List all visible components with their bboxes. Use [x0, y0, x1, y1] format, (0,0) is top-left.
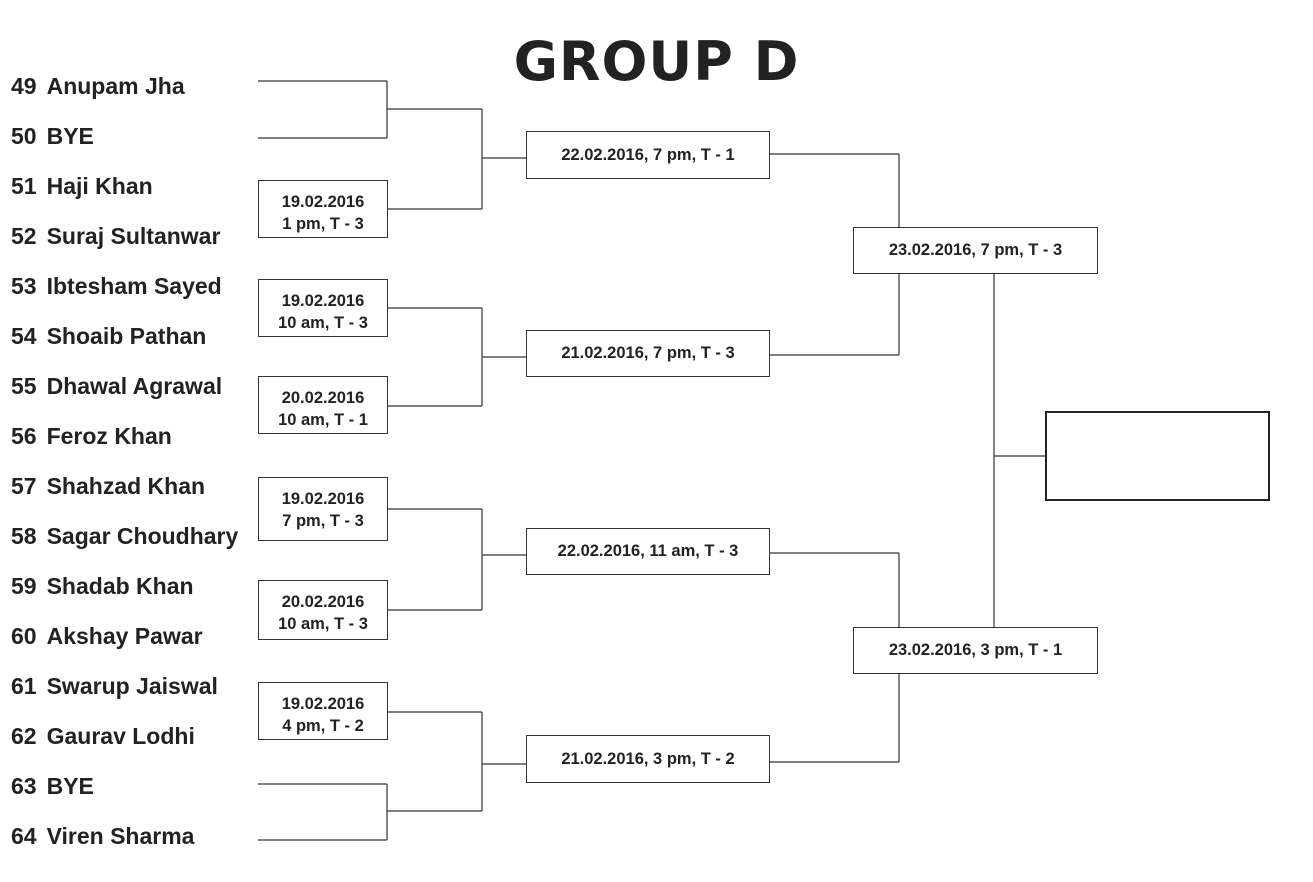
match-date: 20.02.2016 — [281, 593, 365, 611]
player-seed: 49 — [11, 73, 37, 99]
player-seed: 51 — [11, 173, 37, 199]
player-63: 63 BYE — [11, 771, 94, 801]
player-name: Swarup Jaiswal — [46, 673, 218, 699]
player-name: Shoaib Pathan — [46, 323, 207, 349]
player-seed: 52 — [11, 223, 37, 249]
player-51: 51 Haji Khan — [11, 171, 153, 201]
player-name: Ibtesham Sayed — [46, 273, 222, 299]
player-name: Shadab Khan — [46, 573, 194, 599]
round1-match-box: 20.02.2016 10 am, T - 3 — [258, 580, 388, 640]
match-date: 19.02.2016 — [281, 292, 365, 310]
player-name: Anupam Jha — [46, 73, 185, 99]
match-label: 23.02.2016, 7 pm, T - 3 — [888, 241, 1063, 259]
player-seed: 55 — [11, 373, 37, 399]
player-name: Feroz Khan — [46, 423, 172, 449]
player-name: Akshay Pawar — [46, 623, 203, 649]
match-date: 20.02.2016 — [281, 389, 365, 407]
player-64: 64 Viren Sharma — [11, 821, 194, 851]
player-name: Dhawal Agrawal — [46, 373, 223, 399]
round2-match-box: 22.02.2016, 7 pm, T - 1 — [526, 131, 770, 179]
match-time: 10 am, T - 1 — [278, 411, 368, 429]
round1-match-box: 19.02.2016 7 pm, T - 3 — [258, 477, 388, 541]
player-seed: 58 — [11, 523, 37, 549]
match-label: 23.02.2016, 3 pm, T - 1 — [888, 641, 1063, 659]
match-date: 19.02.2016 — [281, 490, 365, 508]
player-52: 52 Suraj Sultanwar — [11, 221, 220, 251]
round3-match-box: 23.02.2016, 3 pm, T - 1 — [853, 627, 1098, 674]
player-58: 58 Sagar Choudhary — [11, 521, 238, 551]
match-time: 1 pm, T - 3 — [282, 215, 364, 233]
group-title: GROUP D — [513, 30, 800, 93]
round3-match-box: 23.02.2016, 7 pm, T - 3 — [853, 227, 1098, 274]
match-date: 19.02.2016 — [281, 193, 365, 211]
player-50: 50 BYE — [11, 121, 94, 151]
round2-match-box: 21.02.2016, 3 pm, T - 2 — [526, 735, 770, 783]
player-seed: 64 — [11, 823, 37, 849]
match-label: 21.02.2016, 7 pm, T - 3 — [561, 344, 735, 362]
match-time: 4 pm, T - 2 — [282, 717, 364, 735]
player-name: BYE — [46, 123, 94, 149]
player-53: 53 Ibtesham Sayed — [11, 271, 222, 301]
match-label: 21.02.2016, 3 pm, T - 2 — [561, 749, 735, 768]
player-55: 55 Dhawal Agrawal — [11, 371, 222, 401]
player-59: 59 Shadab Khan — [11, 571, 194, 601]
player-seed: 60 — [11, 623, 37, 649]
round2-match-box: 22.02.2016, 11 am, T - 3 — [526, 528, 770, 575]
player-62: 62 Gaurav Lodhi — [11, 721, 195, 751]
player-56: 56 Feroz Khan — [11, 421, 172, 451]
player-seed: 56 — [11, 423, 37, 449]
player-seed: 59 — [11, 573, 37, 599]
match-label: 22.02.2016, 11 am, T - 3 — [557, 542, 739, 560]
player-name: Suraj Sultanwar — [46, 223, 221, 249]
round1-match-box: 19.02.2016 4 pm, T - 2 — [258, 682, 388, 740]
player-seed: 53 — [11, 273, 37, 299]
player-name: Shahzad Khan — [46, 473, 206, 499]
player-seed: 61 — [11, 673, 37, 699]
round1-match-box: 19.02.2016 1 pm, T - 3 — [258, 180, 388, 238]
player-seed: 57 — [11, 473, 37, 499]
player-name: BYE — [46, 773, 94, 799]
player-name: Viren Sharma — [46, 823, 195, 849]
group-winner-box — [1045, 411, 1270, 501]
player-61: 61 Swarup Jaiswal — [11, 671, 218, 701]
player-57: 57 Shahzad Khan — [11, 471, 205, 501]
player-name: Sagar Choudhary — [46, 523, 239, 549]
player-name: Gaurav Lodhi — [46, 723, 195, 749]
player-seed: 50 — [11, 123, 37, 149]
round1-match-box: 19.02.2016 10 am, T - 3 — [258, 279, 388, 337]
round1-match-box: 20.02.2016 10 am, T - 1 — [258, 376, 388, 434]
player-60: 60 Akshay Pawar — [11, 621, 203, 651]
match-date: 19.02.2016 — [281, 695, 365, 713]
match-time: 10 am, T - 3 — [278, 615, 368, 633]
match-time: 7 pm, T - 3 — [282, 512, 364, 530]
player-seed: 54 — [11, 323, 37, 349]
match-label: 22.02.2016, 7 pm, T - 1 — [561, 145, 735, 164]
player-54: 54 Shoaib Pathan — [11, 321, 206, 351]
player-seed: 63 — [11, 773, 37, 799]
match-time: 10 am, T - 3 — [278, 314, 368, 332]
round2-match-box: 21.02.2016, 7 pm, T - 3 — [526, 330, 770, 377]
player-49: 49 Anupam Jha — [11, 71, 185, 101]
player-seed: 62 — [11, 723, 37, 749]
player-name: Haji Khan — [46, 173, 153, 199]
